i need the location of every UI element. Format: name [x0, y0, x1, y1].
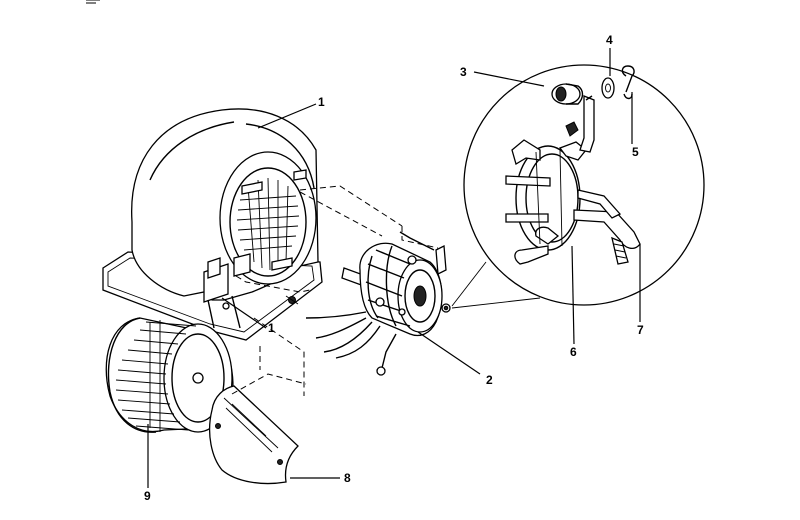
callout-8-liner: 8: [344, 471, 351, 485]
callout-5-clip: 5: [632, 145, 639, 159]
callout-7-bolt: 7: [637, 323, 644, 337]
page-edge-mark: [86, 0, 100, 4]
callout-6-mount-ring: 6: [570, 345, 577, 359]
callout-leaders: [147, 48, 641, 488]
callout-1-bracket: 1: [268, 321, 275, 335]
callout-labels: 1 1 2 3 4 5 6 7 8 9: [144, 33, 644, 503]
detail-magnifier-circle: [451, 64, 705, 309]
callout-3-nut: 3: [460, 65, 467, 79]
callout-1-housing: 1: [318, 95, 325, 109]
callout-4-washer: 4: [606, 33, 613, 47]
assembly-guide-lines: [231, 185, 439, 396]
blower-motor: [305, 231, 451, 376]
blower-housing: [102, 108, 323, 341]
callout-9-wheel: 9: [144, 489, 151, 503]
callout-2-motor: 2: [486, 373, 493, 387]
duct-liner-sheet: [209, 385, 299, 485]
